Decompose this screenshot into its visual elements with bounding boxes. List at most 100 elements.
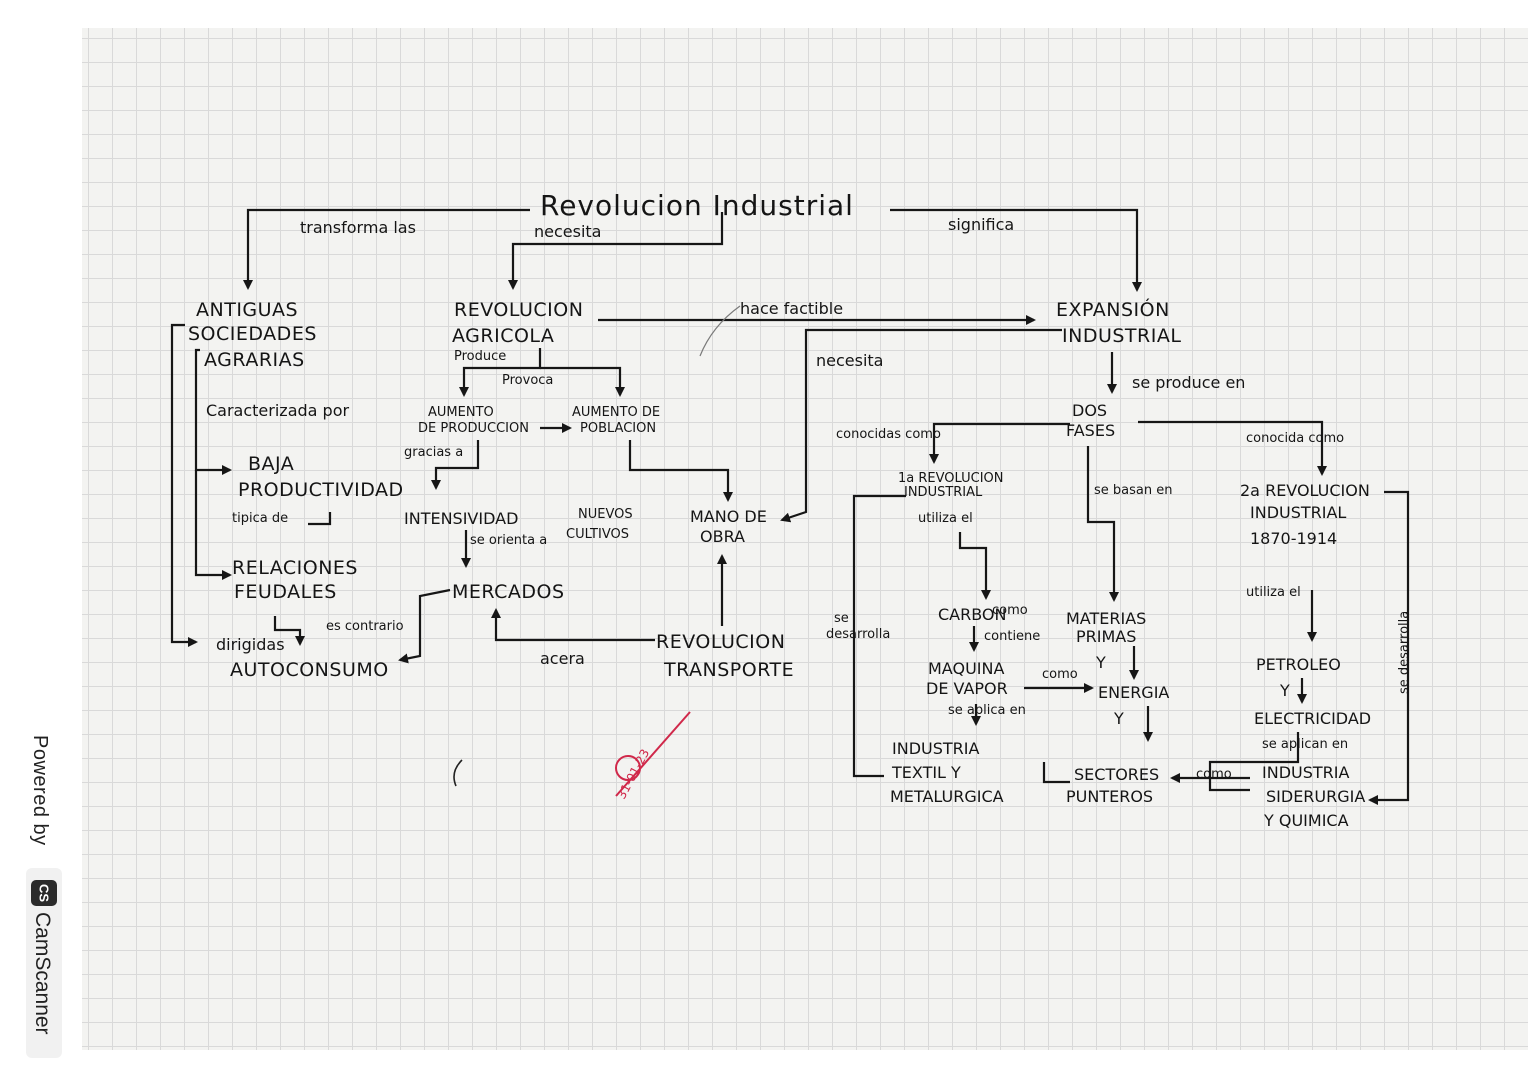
node-dos-fases-1: DOS <box>1072 401 1107 420</box>
link-se-desarrolla-right: se desarrolla <box>1397 611 1412 694</box>
node-aumento-prod-1: AUMENTO <box>428 405 494 420</box>
node-intensividad: INTENSIVIDAD <box>404 509 518 528</box>
link-necesita-top: necesita <box>534 222 601 241</box>
stamp-scribble <box>615 755 641 781</box>
node-baja-2: PRODUCTIVIDAD <box>238 479 404 501</box>
line-segunda-desarrolla <box>1368 490 1410 805</box>
line-antiguas-baja <box>194 348 232 475</box>
node-segunda-1: 2a REVOLUCION <box>1240 481 1370 500</box>
link-acera: acera <box>540 649 585 668</box>
pencil-mark <box>453 759 463 787</box>
cs-icon: CS <box>31 880 57 906</box>
line-title-revagricola <box>508 212 724 290</box>
node-maquina-2: DE VAPOR <box>926 679 1008 698</box>
node-electricidad: ELECTRICIDAD <box>1254 709 1371 728</box>
node-rev-transporte-2: TRANSPORTE <box>663 659 794 681</box>
node-baja-1: BAJA <box>248 453 294 475</box>
camscanner-brand: CamScanner <box>31 912 54 1035</box>
node-materias-2: PRIMAS <box>1076 627 1136 646</box>
node-petroleo: PETROLEO <box>1256 655 1341 674</box>
line-contrario <box>418 588 451 614</box>
stamp-date: 31-01-23 <box>614 747 652 802</box>
node-aumento-pob-1: AUMENTO DE <box>572 405 660 420</box>
node-rev-agricola-2: AGRICOLA <box>452 325 554 347</box>
diagram-title: Revolucion Industrial <box>540 189 854 222</box>
link-dirigidas: dirigidas <box>216 635 285 654</box>
line-antiguas-relaciones <box>194 470 232 580</box>
link-se-1: se <box>834 611 849 626</box>
grid-paper <box>82 28 1528 1050</box>
node-energia: ENERGIA <box>1098 683 1169 702</box>
line-title-antiguas <box>243 208 530 290</box>
node-maquina-1: MAQUINA <box>928 659 1004 678</box>
line-fases-primera <box>929 422 1070 464</box>
line-gracias <box>431 440 480 490</box>
link-se-2: desarrolla <box>826 627 890 642</box>
line-provoca <box>540 366 625 397</box>
line-industria-sectores <box>1042 762 1070 784</box>
node-expansion-2: INDUSTRIAL <box>1062 325 1181 347</box>
line-contrario-down <box>398 614 422 664</box>
node-mercados: MERCADOS <box>452 581 565 603</box>
link-y-3: Y <box>1279 681 1290 700</box>
link-contiene: contiene <box>984 629 1040 644</box>
node-sectores-1: SECTORES <box>1074 765 1159 784</box>
link-gracias-a: gracias a <box>404 445 463 460</box>
node-relaciones-2: FEUDALES <box>234 581 337 603</box>
link-tipica-de: tipica de <box>232 511 288 526</box>
node-antiguas-1: ANTIGUAS <box>196 299 298 321</box>
link-produce: Produce <box>454 349 506 364</box>
line-electricidad-industria <box>1208 732 1300 792</box>
link-significa: significa <box>948 215 1014 234</box>
link-utiliza-el-2: utiliza el <box>1246 585 1301 600</box>
link-conocidas-como: conocidas como <box>836 427 941 442</box>
stamp-slash <box>615 711 691 797</box>
line-produce <box>459 348 542 397</box>
line-transporte-mercados <box>491 608 655 642</box>
line-pob-mano <box>628 440 733 502</box>
line-primera-carbon <box>958 532 991 600</box>
link-conocida-como: conocida como <box>1246 431 1344 446</box>
node-aumento-prod-2: DE PRODUCCION <box>418 421 529 436</box>
link-utiliza-el-1: utiliza el <box>918 511 973 526</box>
line-primera-desarrolla <box>852 494 906 778</box>
node-antiguas-2: SOCIEDADES <box>188 323 317 345</box>
node-dos-fases-2: FASES <box>1066 421 1115 440</box>
node-industria-como: INDUSTRIA <box>892 739 979 758</box>
node-primera-1: 1a REVOLUCION <box>898 471 1004 486</box>
line-fases-materias <box>1086 446 1119 602</box>
node-relaciones-1: RELACIONES <box>232 557 358 579</box>
node-aumento-pob-2: POBLACION <box>580 421 656 436</box>
pencil-stroke <box>699 305 741 357</box>
node-segunda-2: INDUSTRIAL <box>1250 503 1346 522</box>
line-antiguas-autoconsumo <box>170 323 198 647</box>
link-como-3: como <box>1196 767 1232 782</box>
link-se-produce-en: se produce en <box>1132 373 1245 392</box>
node-carbon: CARBON <box>938 605 1007 624</box>
node-segunda-3: 1870-1914 <box>1250 529 1337 548</box>
node-rev-agricola-1: REVOLUCION <box>454 299 583 321</box>
node-mano-2: OBRA <box>700 527 745 546</box>
link-como-1: como <box>992 603 1028 618</box>
node-rev-transporte-1: REVOLUCION <box>656 631 785 653</box>
link-hace-factible: hace factible <box>740 299 843 318</box>
powered-by-label: Powered by <box>29 735 51 846</box>
node-primera-2: INDUSTRIAL <box>904 485 983 500</box>
line-fases-segunda <box>1138 420 1327 476</box>
link-y-1: Y <box>1095 653 1106 672</box>
node-autoconsumo: AUTOCONSUMO <box>230 659 389 681</box>
node-metalurgica: METALURGICA <box>890 787 1004 806</box>
node-materias-1: MATERIAS <box>1066 609 1146 628</box>
node-nuevos-1: NUEVOS <box>578 507 633 522</box>
link-se-orienta: se orienta a <box>470 533 547 548</box>
link-necesita-mano: necesita <box>816 351 883 370</box>
line-dirigidas <box>273 616 305 646</box>
link-se-basan-en: se basan en <box>1094 483 1172 498</box>
link-se-aplica-en: se aplica en <box>948 703 1026 718</box>
node-antiguas-3: AGRARIAS <box>204 349 305 371</box>
node-nuevos-2: CULTIVOS <box>566 527 629 542</box>
line-title-expansion <box>890 208 1142 292</box>
link-y-2: Y <box>1113 709 1124 728</box>
link-es-contrario: es contrario <box>326 619 404 634</box>
node-industria-sid-2: SIDERURGIA <box>1266 787 1365 806</box>
